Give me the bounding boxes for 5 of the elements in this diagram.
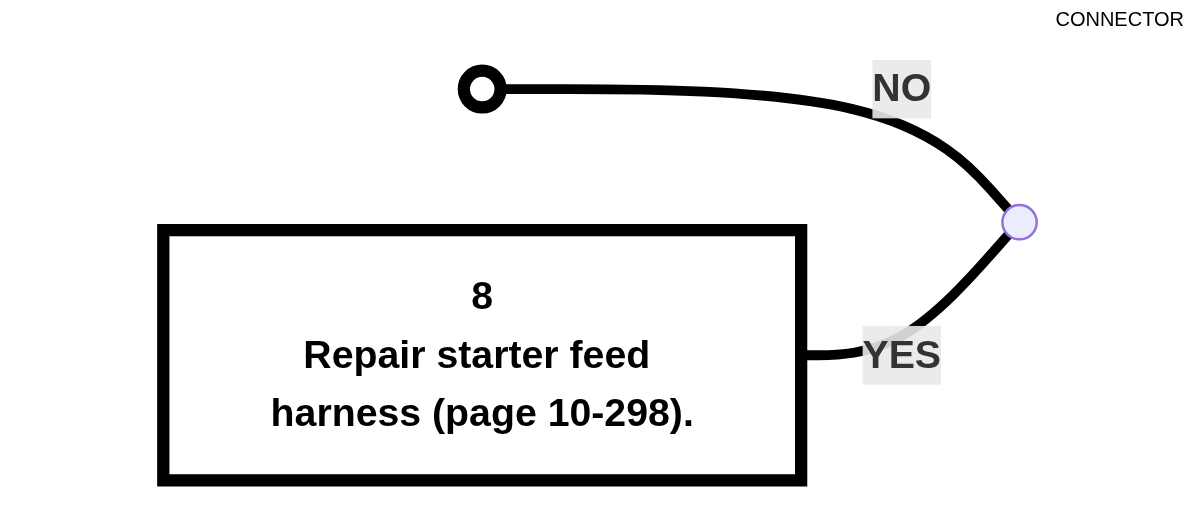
- node-circle: [457, 64, 507, 114]
- edge-label: NO: [872, 66, 932, 109]
- note-text: CONNECTOR: [1055, 8, 1184, 31]
- edge-label: YES: [862, 333, 942, 375]
- node-box: 8 Repair starter feed harness (page 10-298).: [157, 224, 808, 487]
